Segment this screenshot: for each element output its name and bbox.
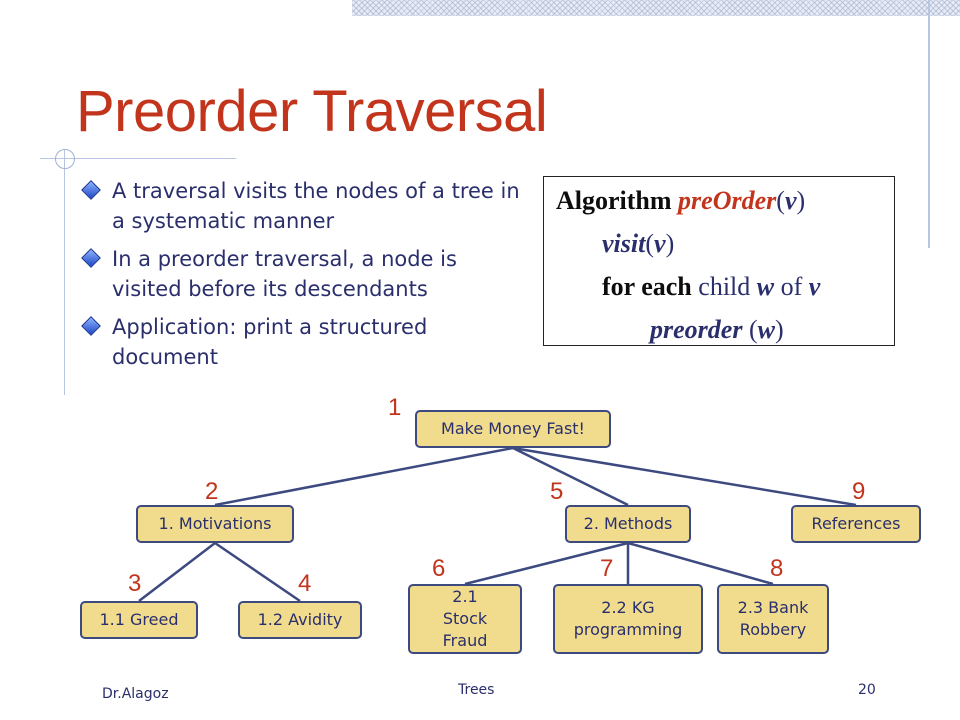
- tree-edge-motivations-avidity: [214, 541, 301, 603]
- recursive-call: preorder: [650, 315, 743, 344]
- tree-node-greed: 1.1 Greed: [80, 601, 198, 639]
- visit-order-label: 7: [600, 555, 614, 582]
- algorithm-line-4: preorder (w): [650, 315, 784, 344]
- tree-edge-root-references: [512, 446, 857, 507]
- tree-node-stock-fraud: 2.1 Stock Fraud: [408, 584, 522, 654]
- bullet-text: In a preorder traversal, a node is visit…: [112, 247, 457, 301]
- variable-v: v: [808, 272, 821, 301]
- tree-node-avidity: 1.2 Avidity: [238, 601, 362, 639]
- tree-node-methods: 2. Methods: [565, 505, 691, 543]
- visit-order-label: 5: [550, 478, 564, 505]
- tree-node-references: References: [791, 505, 921, 543]
- algorithm-line-1: Algorithm preOrder(v): [556, 186, 806, 215]
- decorative-hatch-band: [352, 0, 960, 16]
- tree-edge-methods-bank: [627, 541, 774, 586]
- variable-w: w: [756, 272, 775, 301]
- keyword-algorithm: Algorithm: [556, 186, 672, 215]
- visit-order-label: 1: [388, 394, 402, 421]
- tree-node-bank-robbery: 2.3 Bank Robbery: [717, 584, 829, 654]
- decorative-left-line: [64, 150, 65, 395]
- bullet-item: In a preorder traversal, a node is visit…: [80, 244, 520, 304]
- bullet-text: Application: print a structured document: [112, 315, 428, 369]
- algorithm-box: Algorithm preOrder(v) visit(v) for each …: [543, 176, 895, 346]
- keyword-for-each: for each: [602, 272, 692, 301]
- parameter: w: [757, 315, 775, 344]
- footer-topic: Trees: [458, 682, 495, 698]
- footer-page-number: 20: [858, 682, 876, 698]
- tree-edge-root-motivations: [214, 446, 514, 507]
- decorative-vertical-line: [928, 0, 930, 248]
- visit-order-label: 9: [852, 478, 866, 505]
- algorithm-line-3: for each child w of v: [602, 265, 820, 308]
- function-call: visit: [602, 229, 646, 258]
- slide-title: Preorder Traversal: [76, 79, 548, 144]
- footer-author: Dr.Alagoz: [102, 686, 169, 702]
- function-name: preOrder: [678, 186, 777, 215]
- parameter: v: [654, 229, 666, 258]
- decorative-horizontal-line: [40, 158, 236, 159]
- word-of: of: [780, 272, 803, 301]
- decorative-circle-icon: [55, 149, 75, 169]
- tree-node-motivations: 1. Motivations: [136, 505, 294, 543]
- visit-order-label: 8: [770, 555, 784, 582]
- visit-order-label: 6: [432, 555, 446, 582]
- parameter: v: [784, 186, 797, 215]
- bullet-list: A traversal visits the nodes of a tree i…: [80, 176, 520, 380]
- algorithm-line-2: visit(v): [602, 229, 675, 258]
- bullet-item: A traversal visits the nodes of a tree i…: [80, 176, 520, 236]
- visit-order-label: 4: [298, 570, 312, 597]
- tree-node-kg-programming: 2.2 KG programming: [553, 584, 703, 654]
- tree-node-root: Make Money Fast!: [415, 410, 611, 448]
- visit-order-label: 2: [205, 478, 219, 505]
- bullet-text: A traversal visits the nodes of a tree i…: [112, 179, 520, 233]
- tree-edge-motivations-greed: [138, 542, 216, 602]
- tree-edge-methods-stock: [464, 541, 629, 586]
- tree-edge-root-methods: [512, 446, 629, 507]
- visit-order-label: 3: [128, 570, 142, 597]
- bullet-item: Application: print a structured document: [80, 312, 520, 372]
- word-child: child: [698, 272, 751, 301]
